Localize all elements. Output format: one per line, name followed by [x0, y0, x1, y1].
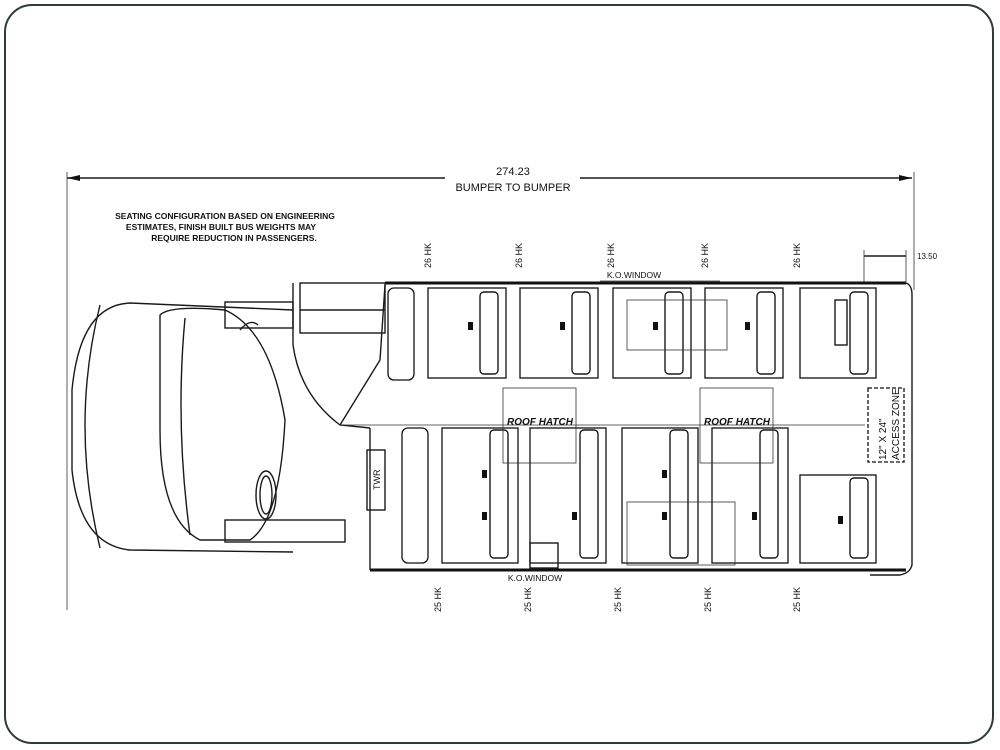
roof-hatch: ROOF HATCH: [699, 387, 774, 464]
ko-window-bottom-label: K.O.WINDOW: [508, 573, 562, 583]
seat: [711, 427, 789, 564]
seat-label: 25 HK: [523, 587, 533, 612]
slide-frame: [4, 4, 994, 744]
top-seat-labels: 26 HK 26 HK 26 HK 26 HK 26 HK: [423, 243, 802, 268]
seat-label: 25 HK: [433, 587, 443, 612]
seat: [621, 427, 699, 564]
bottom-seat-row: [401, 427, 877, 569]
seat: [529, 427, 607, 564]
seat: [799, 287, 877, 379]
roof-hatch: ROOF HATCH: [502, 387, 577, 464]
seating-note: SEATING CONFIGURATION BASED ON ENGINEERI…: [115, 211, 335, 243]
seat-label: 26 HK: [514, 243, 524, 268]
seat-label: 26 HK: [792, 243, 802, 268]
seat: [441, 427, 519, 564]
twr-label: TWR: [372, 469, 382, 490]
access-zone-size: 12" X 24": [878, 418, 889, 460]
seat-label: 26 HK: [606, 243, 616, 268]
cab-outline: [71, 282, 386, 553]
dimension-value: 274.23: [496, 166, 530, 178]
seat: [519, 287, 599, 379]
rear-dimension: 13.50: [863, 250, 938, 282]
access-zone: 12" X 24" ACCESS ZONE: [867, 387, 905, 463]
dimension-label: BUMPER TO BUMPER: [455, 182, 570, 194]
roof-hatch-label: ROOF HATCH: [507, 417, 574, 428]
seat: [387, 287, 415, 381]
twr-box: [366, 449, 386, 511]
ko-window-top-label: K.O.WINDOW: [607, 270, 661, 280]
note-line: REQUIRE REDUCTION IN PASSENGERS.: [151, 233, 317, 243]
note-line: SEATING CONFIGURATION BASED ON ENGINEERI…: [115, 211, 335, 221]
top-seat-row: [387, 287, 877, 381]
seat-label: 25 HK: [703, 587, 713, 612]
bottom-seat-labels: 25 HK 25 HK 25 HK 25 HK 25 HK: [433, 587, 802, 612]
rear-dimension-value: 13.50: [917, 252, 938, 261]
seat-label: 25 HK: [792, 587, 802, 612]
seat-label: 25 HK: [613, 587, 623, 612]
seat: [612, 287, 692, 379]
seat: [704, 287, 784, 379]
seat-label: 26 HK: [700, 243, 710, 268]
bus-body: [340, 280, 913, 576]
seat: [427, 287, 507, 379]
overall-dimension: 274.23 BUMPER TO BUMPER: [66, 166, 915, 610]
access-zone-label: ACCESS ZONE: [891, 388, 902, 460]
note-line: ESTIMATES, FINISH BUILT BUS WEIGHTS MAY: [126, 222, 316, 232]
seat: [401, 427, 429, 564]
roof-hatch-label: ROOF HATCH: [704, 417, 771, 428]
seat-label: 26 HK: [423, 243, 433, 268]
